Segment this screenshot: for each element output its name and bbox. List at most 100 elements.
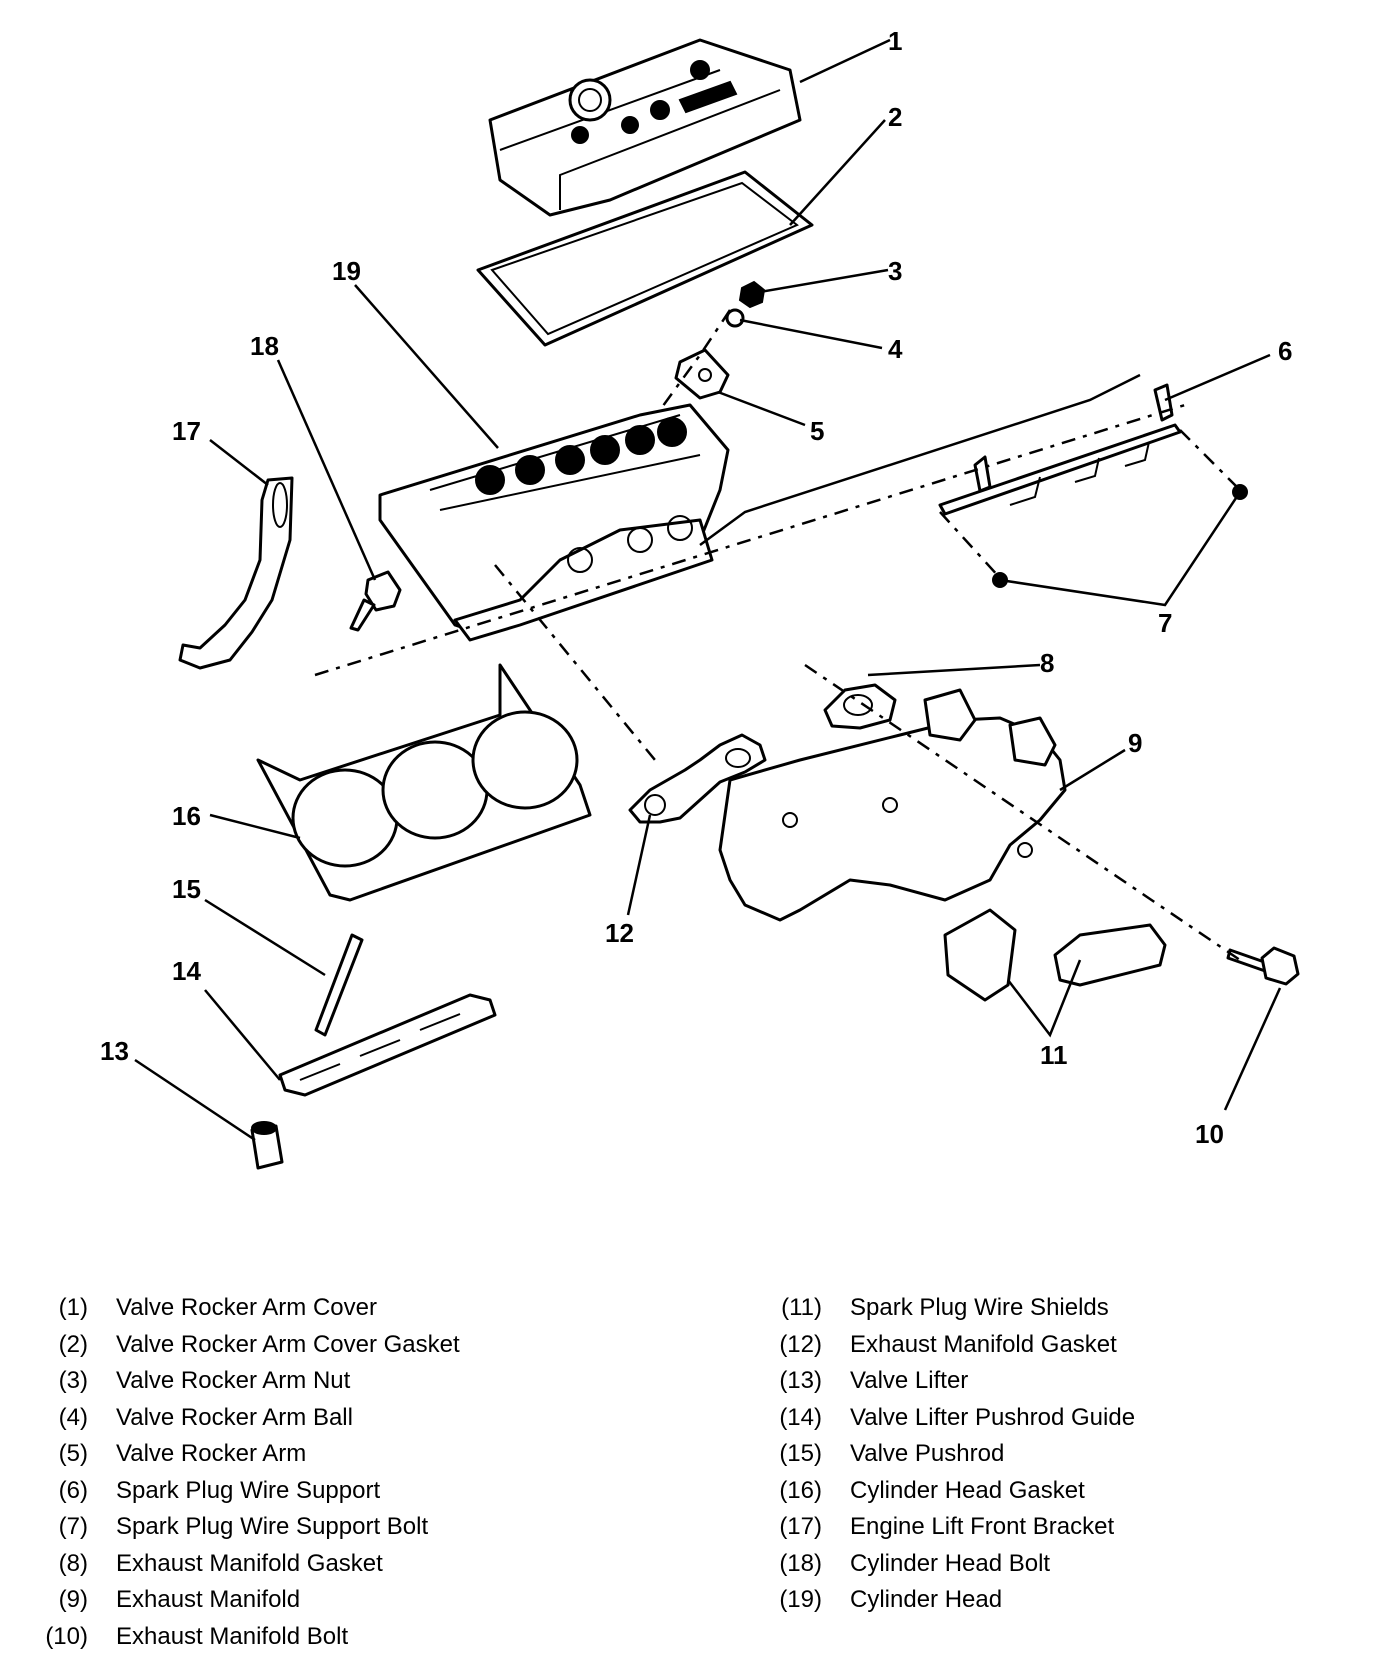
legend-number: (6) <box>58 1476 88 1504</box>
legend-number: (10) <box>45 1622 88 1650</box>
parts-legend-left: (1) Valve Rocker Arm Cover (2) Valve Rocke… <box>28 1290 668 1655</box>
legend-number: (8) <box>58 1549 88 1577</box>
exhaust-manifold-bolt-drawing <box>1226 946 1300 986</box>
exhaust-gasket-12-drawing <box>628 733 767 824</box>
engine-lift-bracket-drawing <box>178 476 294 670</box>
exhaust-manifold-drawing <box>718 688 1067 922</box>
legend-item: (7) Spark Plug Wire Support Bolt <box>28 1509 668 1546</box>
legend-number: (3) <box>58 1367 88 1394</box>
legend-label: Exhaust Manifold Gasket <box>850 1330 1117 1358</box>
legend-number: (17) <box>779 1513 822 1540</box>
legend-item: (12) Exhaust Manifold Gasket <box>762 1327 1362 1364</box>
callout-10: 10 <box>1195 1119 1224 1149</box>
callout-18: 18 <box>250 331 279 361</box>
spark-plug-wire-shields-drawing <box>943 908 1167 1002</box>
parts-legend-right: (11) Spark Plug Wire Shields (12) Exhaust … <box>762 1290 1362 1619</box>
legend-item: (11) Spark Plug Wire Shields <box>762 1290 1362 1327</box>
legend-label: Exhaust Manifold Bolt <box>116 1622 349 1650</box>
callout-9: 9 <box>1128 728 1142 758</box>
legend-label: Spark Plug Wire Shields <box>850 1294 1109 1321</box>
callout-13: 13 <box>100 1036 129 1066</box>
valve-pushrod-drawing <box>314 933 364 1037</box>
legend-item: (10) Exhaust Manifold Bolt <box>28 1619 668 1656</box>
legend-item: (3) Valve Rocker Arm Nut <box>28 1363 668 1400</box>
callout-12: 12 <box>605 918 634 948</box>
legend-item: (15) Valve Pushrod <box>762 1436 1362 1473</box>
legend-label: Valve Rocker Arm <box>116 1440 307 1467</box>
legend-item: (13) Valve Lifter <box>762 1363 1362 1400</box>
legend-number: (9) <box>58 1586 88 1613</box>
legend-number: (2) <box>58 1330 88 1358</box>
legend-item: (18) Cylinder Head Bolt <box>762 1546 1362 1583</box>
legend-label: Spark Plug Wire Support Bolt <box>116 1513 429 1540</box>
callout-15: 15 <box>172 874 201 904</box>
legend-item: (5) Valve Rocker Arm <box>28 1436 668 1473</box>
legend-number: (11) <box>781 1294 822 1321</box>
legend-item: (9) Exhaust Manifold <box>28 1582 668 1619</box>
legend-label: Cylinder Head Bolt <box>850 1549 1051 1577</box>
legend-item: (19) Cylinder Head <box>762 1582 1362 1619</box>
callout-19: 19 <box>332 256 361 286</box>
callout-17: 17 <box>172 416 201 446</box>
callout-16: 16 <box>172 801 201 831</box>
rocker-cover-gasket-drawing <box>476 170 814 347</box>
legend-item: (14) Valve Lifter Pushrod Guide <box>762 1400 1362 1437</box>
legend-number: (15) <box>779 1440 822 1467</box>
legend-item: (6) Spark Plug Wire Support <box>28 1473 668 1510</box>
callout-numbers: 1 2 3 4 5 6 7 8 9 10 11 12 13 14 15 16 1… <box>100 26 1292 1149</box>
callout-14: 14 <box>172 956 201 986</box>
legend-label: Valve Lifter <box>850 1367 969 1394</box>
pushrod-guide-drawing <box>278 993 497 1097</box>
legend-label: Valve Lifter Pushrod Guide <box>850 1403 1136 1431</box>
legend-item: (4) Valve Rocker Arm Ball <box>28 1400 668 1437</box>
spark-plug-wire-support-bolts-drawing <box>992 484 1248 588</box>
leader-lines <box>134 38 1282 1142</box>
callout-8: 8 <box>1040 648 1054 678</box>
legend-label: Engine Lift Front Bracket <box>850 1513 1115 1540</box>
rocker-nut-ball-drawing <box>725 280 766 328</box>
callout-7: 7 <box>1158 608 1172 638</box>
spark-plug-wire-support-drawing <box>938 383 1182 516</box>
callout-4: 4 <box>888 334 903 364</box>
callout-11: 11 <box>1040 1040 1068 1070</box>
legend-number: (16) <box>779 1476 822 1504</box>
legend-number: (4) <box>58 1403 88 1431</box>
legend-number: (5) <box>58 1440 88 1467</box>
callout-3: 3 <box>888 256 902 286</box>
legend-number: (13) <box>779 1367 822 1394</box>
legend-label: Valve Rocker Arm Cover Gasket <box>116 1330 460 1358</box>
legend-label: Exhaust Manifold Gasket <box>116 1549 383 1577</box>
legend-label: Valve Rocker Arm Nut <box>116 1367 351 1394</box>
legend-number: (1) <box>58 1294 88 1321</box>
legend-label: Exhaust Manifold <box>116 1586 301 1613</box>
legend-number: (12) <box>779 1330 822 1358</box>
callout-1: 1 <box>888 26 902 56</box>
legend-item: (16) Cylinder Head Gasket <box>762 1473 1362 1510</box>
legend-item: (1) Valve Rocker Arm Cover <box>28 1290 668 1327</box>
legend-number: (7) <box>58 1513 88 1540</box>
legend-number: (14) <box>779 1403 822 1431</box>
legend-number: (18) <box>779 1549 822 1577</box>
rocker-arm-drawing <box>674 348 730 400</box>
callout-6: 6 <box>1278 336 1292 366</box>
cylinder-head-drawing <box>378 403 730 642</box>
legend-number: (19) <box>779 1586 822 1613</box>
assembly-dashed-lines <box>314 309 1241 962</box>
legend-label: Cylinder Head <box>850 1586 1003 1613</box>
legend-label: Spark Plug Wire Support <box>116 1476 381 1504</box>
legend-item: (17) Engine Lift Front Bracket <box>762 1509 1362 1546</box>
exhaust-gasket-8-drawing <box>823 683 897 730</box>
callout-2: 2 <box>888 102 902 132</box>
legend-item: (2) Valve Rocker Arm Cover Gasket <box>28 1327 668 1364</box>
legend-label: Valve Rocker Arm Ball <box>116 1403 353 1431</box>
valve-rocker-arm-cover-drawing <box>488 38 802 217</box>
valve-lifter-drawing <box>250 1121 284 1170</box>
legend-label: Cylinder Head Gasket <box>850 1476 1085 1504</box>
legend-label: Valve Pushrod <box>850 1440 1005 1467</box>
legend-item: (8) Exhaust Manifold Gasket <box>28 1546 668 1583</box>
exploded-parts-diagram: 1 2 3 4 5 6 7 8 9 10 11 12 13 14 15 16 1… <box>100 26 1300 1170</box>
cylinder-head-gasket-drawing <box>256 663 592 902</box>
legend-label: Valve Rocker Arm Cover <box>116 1294 377 1321</box>
cylinder-head-bolt-drawing <box>349 570 402 632</box>
callout-5: 5 <box>810 416 824 446</box>
